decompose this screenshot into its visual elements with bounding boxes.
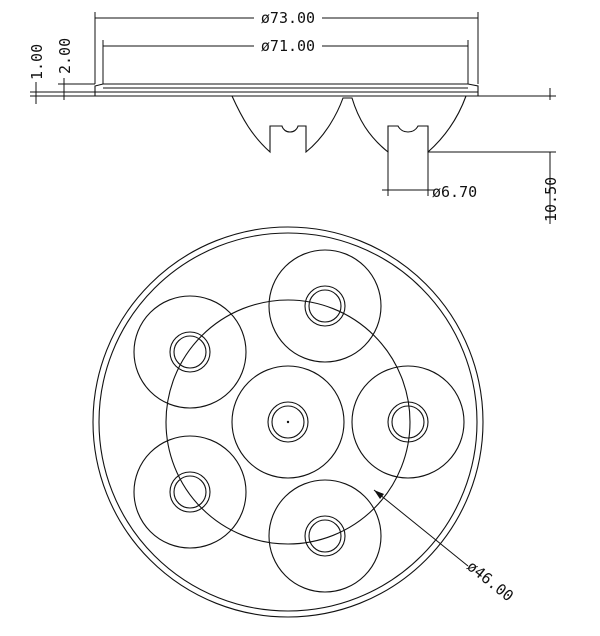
lens-lower-left [133,435,247,549]
flange-outline [94,83,479,97]
dim-post-diameter-text: ø6.70 [432,183,477,201]
lens-bottom [268,479,382,593]
lens-right [351,365,465,479]
dim-outer-diameter-text: ø73.00 [261,9,315,27]
dim-thickness-2-text: 2.00 [56,38,74,74]
lens-center [231,365,345,479]
pitch-circle [165,299,411,545]
dim-thickness-1-text: 1.00 [28,44,46,80]
outer-rim-circle [92,226,484,618]
inner-rim-circle [98,232,478,612]
side-view: ø73.00 ø71.00 1.00 2.00 10.50 ø6.70 [28,9,560,224]
top-view: ø46.00 [92,226,517,618]
dim-height-text: 10.50 [542,177,560,222]
leader-line-pcd [373,489,469,567]
dim-inner-diameter-text: ø71.00 [261,37,315,55]
dim-pitch-circle-text: ø46.00 [463,557,516,605]
center-mark [286,420,290,424]
leader-arrow-pcd [374,490,384,499]
lens-upper-left [133,295,247,409]
lens-profile [231,95,467,154]
lens-top [268,249,382,363]
